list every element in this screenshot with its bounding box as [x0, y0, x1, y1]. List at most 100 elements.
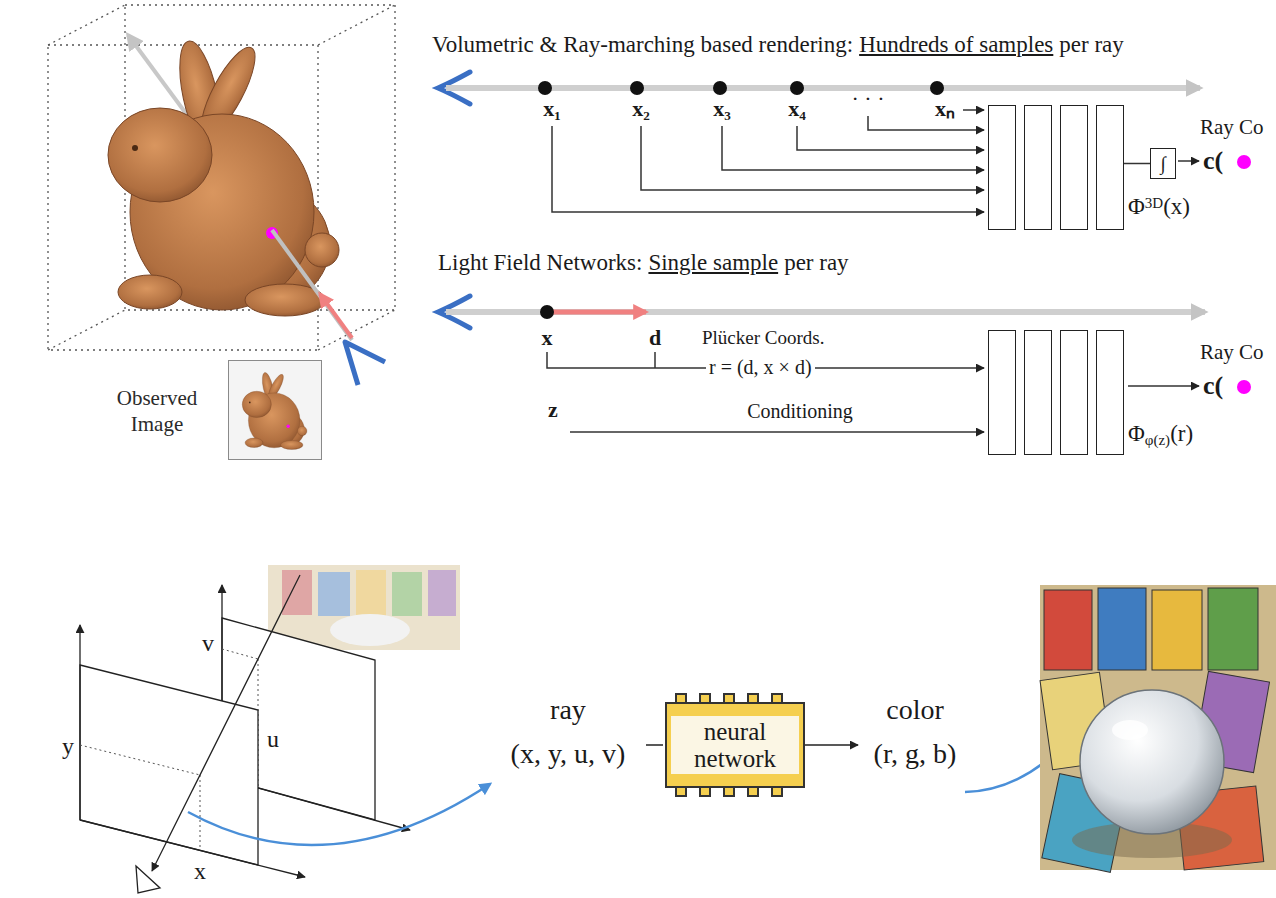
output-label: Ray Co	[1200, 340, 1264, 364]
section-title: Hundreds of samples	[859, 32, 1053, 58]
faded-photo	[282, 570, 312, 615]
coordinate-guide	[80, 745, 200, 850]
function-symbol: Φ	[1128, 421, 1145, 446]
input-line	[570, 431, 984, 433]
sample-label: x₃	[713, 96, 731, 121]
mapping-arrow	[188, 784, 490, 845]
ray-direction-arrow	[547, 310, 646, 315]
sample-point	[790, 81, 804, 95]
faded-photo	[268, 565, 460, 650]
sample-point	[540, 305, 554, 319]
sample-label: x₁	[543, 96, 561, 121]
faded-photo	[318, 572, 350, 616]
mlp-network: Φ3D(x)	[988, 105, 1124, 230]
network-layer	[1024, 330, 1052, 455]
network-label: neural network	[671, 716, 799, 774]
output-label: (r, g, b)	[874, 738, 957, 770]
sample-point	[538, 81, 552, 95]
axis-label: y	[62, 733, 74, 761]
network-layer	[1060, 330, 1088, 455]
vector-label: x	[542, 325, 553, 350]
plane-axis	[80, 625, 305, 877]
bounding-cube	[48, 5, 395, 350]
network-layer	[988, 105, 1016, 230]
rendered-image	[1112, 720, 1148, 740]
color-symbol: c(	[1203, 371, 1223, 401]
plane-axis	[80, 820, 305, 877]
vector-label: d	[649, 325, 661, 350]
function-argument: (x)	[1163, 194, 1190, 219]
camera-icon	[345, 342, 385, 385]
flow-arrow	[646, 744, 663, 746]
plane	[80, 665, 258, 865]
axis-label: x	[194, 858, 206, 886]
network-layer	[1096, 105, 1124, 230]
sample-feed-line	[963, 109, 984, 111]
axis-label: u	[267, 726, 279, 754]
sample-label: xₙ	[935, 96, 955, 121]
camera-ray	[446, 309, 1205, 315]
section-title: Volumetric & Ray-marching based renderin…	[432, 32, 853, 58]
neural-network-box: neural network	[665, 702, 805, 788]
ray-direction-arrow	[320, 294, 352, 338]
camera-icon	[136, 866, 160, 893]
input-label: (x, y, u, v)	[511, 738, 626, 770]
sample-point	[930, 81, 944, 95]
rendered-image	[1080, 690, 1224, 834]
faded-photo	[428, 570, 456, 616]
faded-photo	[356, 570, 386, 616]
camera-ray	[272, 230, 352, 340]
formula: r = (d, x × d)	[706, 356, 815, 379]
section-title: Single sample	[648, 250, 778, 276]
sample-feed-line	[722, 126, 984, 170]
connector-line	[1124, 163, 1150, 165]
coordinate-note: Plücker Coords.	[702, 327, 824, 349]
network-layer	[1060, 105, 1088, 230]
faded-photo	[392, 572, 422, 616]
color-symbol: c(	[1203, 146, 1223, 176]
coordinate-guide	[80, 745, 200, 850]
sample-feed-line	[552, 126, 984, 212]
output-label: color	[886, 694, 944, 726]
sample-feed-line	[868, 116, 984, 130]
function-index: φ(z)	[1145, 432, 1170, 448]
thumbnail-ground	[229, 361, 321, 459]
ellipsis: · · ·	[852, 86, 885, 111]
network-layer	[1024, 105, 1052, 230]
sample-label: x₂	[632, 96, 650, 121]
light-field-network: Φφ(z)(r)	[988, 330, 1124, 455]
sample-feed-line	[1178, 160, 1199, 162]
section-title: per ray	[1059, 32, 1124, 58]
network-symbol: Φ3D(x)	[1128, 194, 1190, 220]
network-layer	[1096, 330, 1124, 455]
input-line	[654, 352, 656, 368]
function-symbol: Φ	[1128, 194, 1145, 219]
faded-photo	[330, 614, 410, 646]
sample-point	[713, 81, 727, 95]
rendered-image	[1208, 588, 1258, 670]
rendered-image	[1040, 585, 1276, 872]
observed-image-frame: Observed Image	[228, 360, 322, 460]
integral-sign: ∫	[1160, 154, 1165, 173]
pixel-dot	[1237, 155, 1251, 169]
input-label: ray	[550, 694, 586, 726]
section-title: per ray	[784, 250, 849, 276]
output-label: Ray Co	[1200, 115, 1264, 139]
image-caption: Observed Image	[101, 385, 213, 438]
rendered-image	[1098, 588, 1146, 670]
network-layer	[988, 330, 1016, 455]
rendered-image	[1152, 590, 1202, 670]
section-title: Light Field Networks:	[438, 250, 642, 276]
network-symbol: Φφ(z)(r)	[1128, 421, 1193, 449]
light-ray	[152, 575, 300, 871]
function-argument: (r)	[1170, 421, 1193, 446]
input-note: Conditioning	[747, 400, 853, 423]
function-index: 3D	[1145, 195, 1163, 211]
integral-box: ∫	[1150, 148, 1176, 179]
thumbnail-bunny	[242, 372, 307, 450]
sample-label: x₄	[788, 96, 806, 121]
sample-feed-line	[641, 126, 984, 190]
latent-code: z	[548, 397, 558, 422]
faded-photo	[268, 565, 460, 650]
